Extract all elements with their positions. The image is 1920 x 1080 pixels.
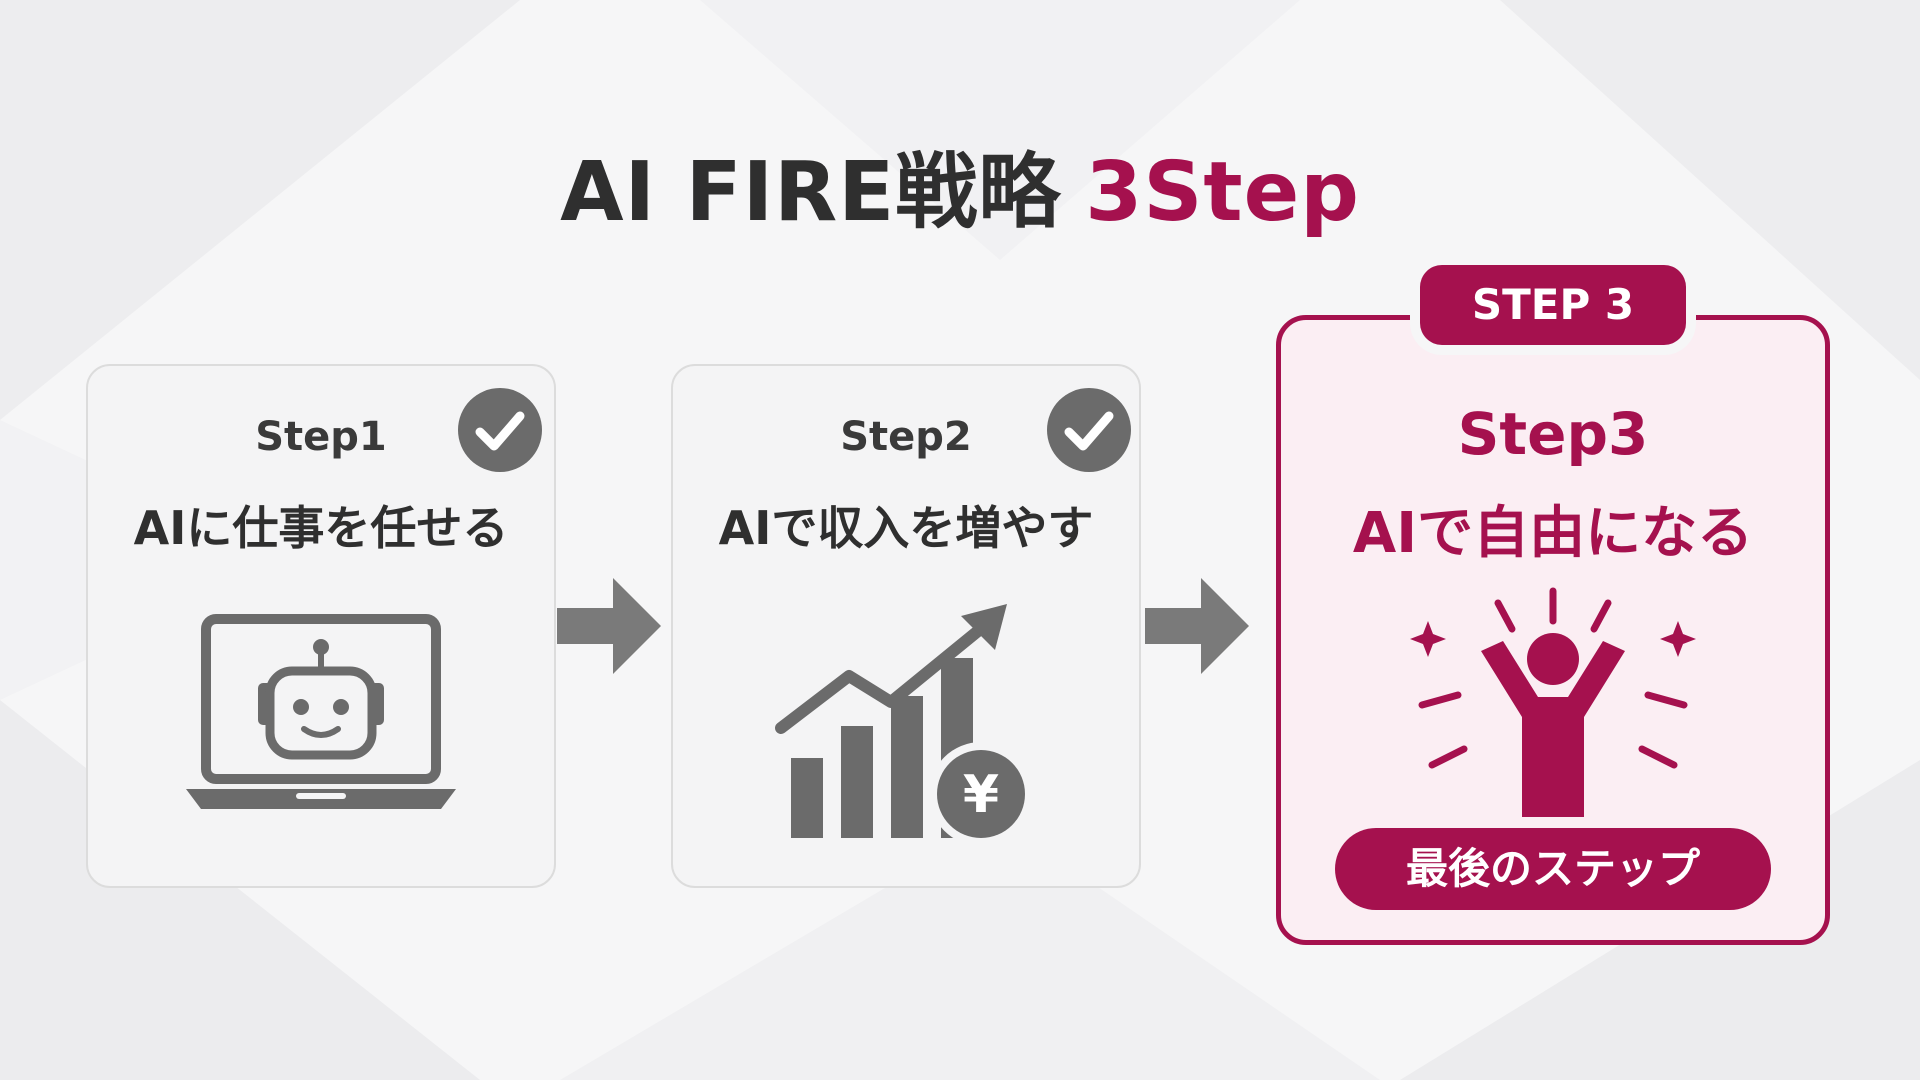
- check-circle-icon: [458, 388, 542, 472]
- growth-chart-yen-icon: ¥: [775, 604, 1033, 846]
- laptop-robot-icon: [186, 614, 456, 809]
- step3-label: Step3: [1457, 400, 1649, 468]
- step1-label: Step1: [255, 414, 387, 460]
- title-accent: 3Step: [1085, 145, 1360, 240]
- step2-card: Step2 AIで収入を増やす ¥: [671, 364, 1141, 888]
- right-arrow-icon: [557, 578, 661, 674]
- title-main: AI FIRE戦略: [560, 145, 1062, 240]
- step2-label: Step2: [840, 414, 972, 460]
- check-circle-icon: [1047, 388, 1131, 472]
- celebrating-person-icon: [1410, 587, 1696, 817]
- step2-description: AIで収入を増やす: [718, 501, 1094, 555]
- right-arrow-icon: [1145, 578, 1249, 674]
- yen-symbol: ¥: [963, 765, 999, 825]
- step3-card: STEP 3 Step3 AIで自由になる 最後のステップ: [1276, 265, 1830, 945]
- step1-card: Step1 AIに仕事を任せる: [86, 364, 556, 888]
- final-step-pill: 最後のステップ: [1335, 828, 1771, 910]
- step3-description: AIで自由になる: [1352, 501, 1754, 566]
- step1-description: AIに仕事を任せる: [133, 501, 509, 555]
- step3-badge: STEP 3: [1420, 265, 1686, 345]
